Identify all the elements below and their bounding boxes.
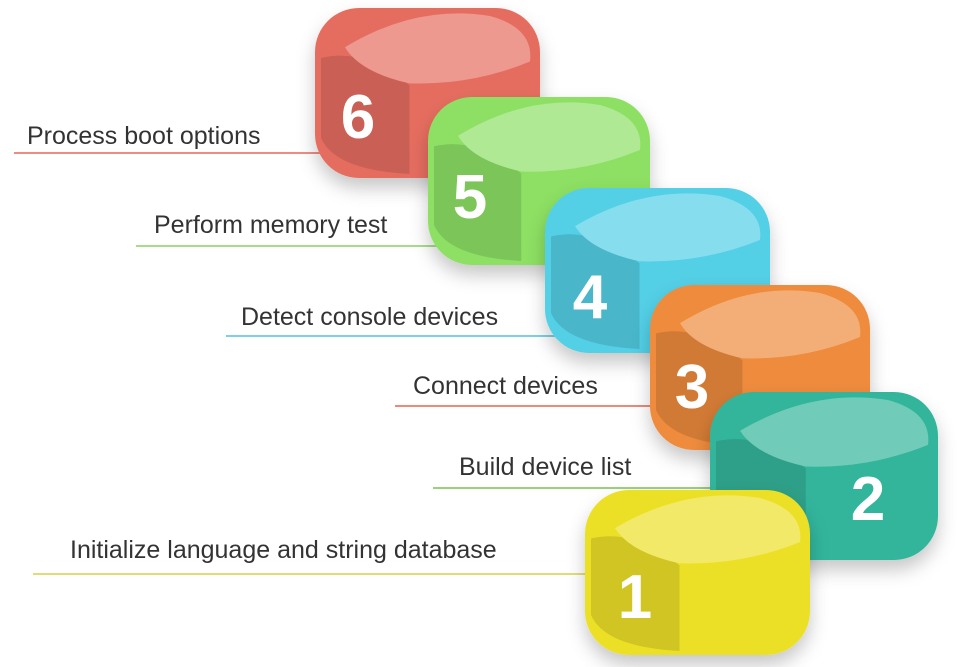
step-1-label: Initialize language and string database xyxy=(70,536,497,564)
step-3-number: 3 xyxy=(675,353,709,422)
cube-top-face xyxy=(458,102,641,172)
step-4-label: Detect console devices xyxy=(241,303,499,331)
step-2-label: Build device list xyxy=(459,453,632,481)
cube-top-face xyxy=(680,290,861,359)
step-1-number: 1 xyxy=(618,563,652,632)
step-2-number: 2 xyxy=(851,465,885,534)
cube-left-face xyxy=(321,55,410,174)
cube-top-face xyxy=(615,495,801,564)
step-5-number: 5 xyxy=(453,163,487,232)
cube-top-face xyxy=(575,193,761,262)
cube-left-face xyxy=(591,536,680,651)
cube-left-face xyxy=(551,234,640,349)
step-6-cube: 6 xyxy=(315,8,540,178)
step-6-label: Process boot options xyxy=(27,122,261,150)
cube-left-face xyxy=(434,144,522,261)
cube-top-face xyxy=(345,13,531,84)
step-5-label: Perform memory test xyxy=(154,211,388,239)
step-3-label: Connect devices xyxy=(413,372,598,400)
step-4-number: 4 xyxy=(573,263,608,332)
step-1-cube: 1 xyxy=(585,490,810,655)
step-6-number: 6 xyxy=(341,83,375,152)
cube-top-face xyxy=(740,397,929,467)
